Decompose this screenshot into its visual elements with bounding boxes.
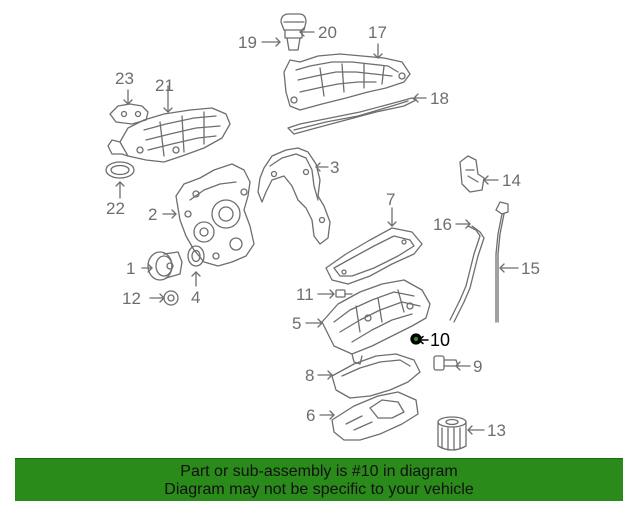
part-oil-pan — [321, 279, 431, 365]
notice-banner: Part or sub-assembly is #10 in diagram D… — [15, 458, 623, 501]
part-harmonic-balancer — [147, 251, 183, 281]
callout-9: 9 — [473, 357, 482, 376]
part-cover-plate — [109, 103, 149, 125]
callout-11: 11 — [296, 285, 314, 304]
notice-line-2: Diagram may not be specific to your vehi… — [164, 481, 474, 498]
part-windage-tray — [331, 391, 419, 441]
callout-4: 4 — [191, 288, 200, 307]
callout-23: 23 — [115, 69, 134, 88]
callout-20: 20 — [318, 23, 337, 42]
callout-12: 12 — [122, 289, 141, 308]
part-intake-manifold — [107, 107, 231, 163]
callout-6: 6 — [306, 406, 315, 425]
callout-labels: 1 2 3 4 5 6 7 8 9 10 11 12 13 14 15 16 1… — [106, 23, 540, 440]
callout-2: 2 — [148, 205, 157, 224]
callout-21: 21 — [155, 76, 174, 95]
callout-22: 22 — [106, 199, 125, 218]
callout-13: 13 — [487, 421, 506, 440]
callout-3: 3 — [330, 158, 339, 177]
callout-17: 17 — [368, 23, 387, 42]
notice-line-1: Part or sub-assembly is #10 in diagram — [180, 463, 458, 480]
part-sensor-bracket — [459, 155, 485, 193]
part-front-seal — [187, 245, 205, 267]
callout-8: 8 — [305, 366, 314, 385]
part-timing-cover — [175, 163, 255, 267]
leader-lines — [115, 27, 519, 435]
part-plug — [163, 290, 179, 306]
part-dipstick — [495, 201, 509, 323]
part-oil-filter — [437, 416, 467, 451]
part-valley-cover — [283, 53, 411, 111]
part-seal-ring — [105, 161, 135, 179]
part-dipstick-tube — [449, 225, 485, 323]
part-front-cover-gasket — [257, 147, 331, 245]
callout-1: 1 — [126, 259, 135, 278]
part-drain-bolt — [433, 355, 459, 371]
callout-10: 10 — [430, 330, 450, 350]
callout-14: 14 — [502, 171, 521, 190]
callout-15: 15 — [521, 259, 540, 278]
part-oil-pan-gasket — [325, 227, 423, 285]
callout-7: 7 — [386, 190, 395, 209]
part-bolt-small — [335, 289, 353, 298]
callout-5: 5 — [292, 314, 301, 333]
callout-18: 18 — [430, 89, 449, 108]
callout-16: 16 — [433, 215, 452, 234]
part-valley-gasket — [287, 97, 417, 135]
part-lower-gasket — [331, 353, 421, 399]
callout-19: 19 — [238, 33, 257, 52]
